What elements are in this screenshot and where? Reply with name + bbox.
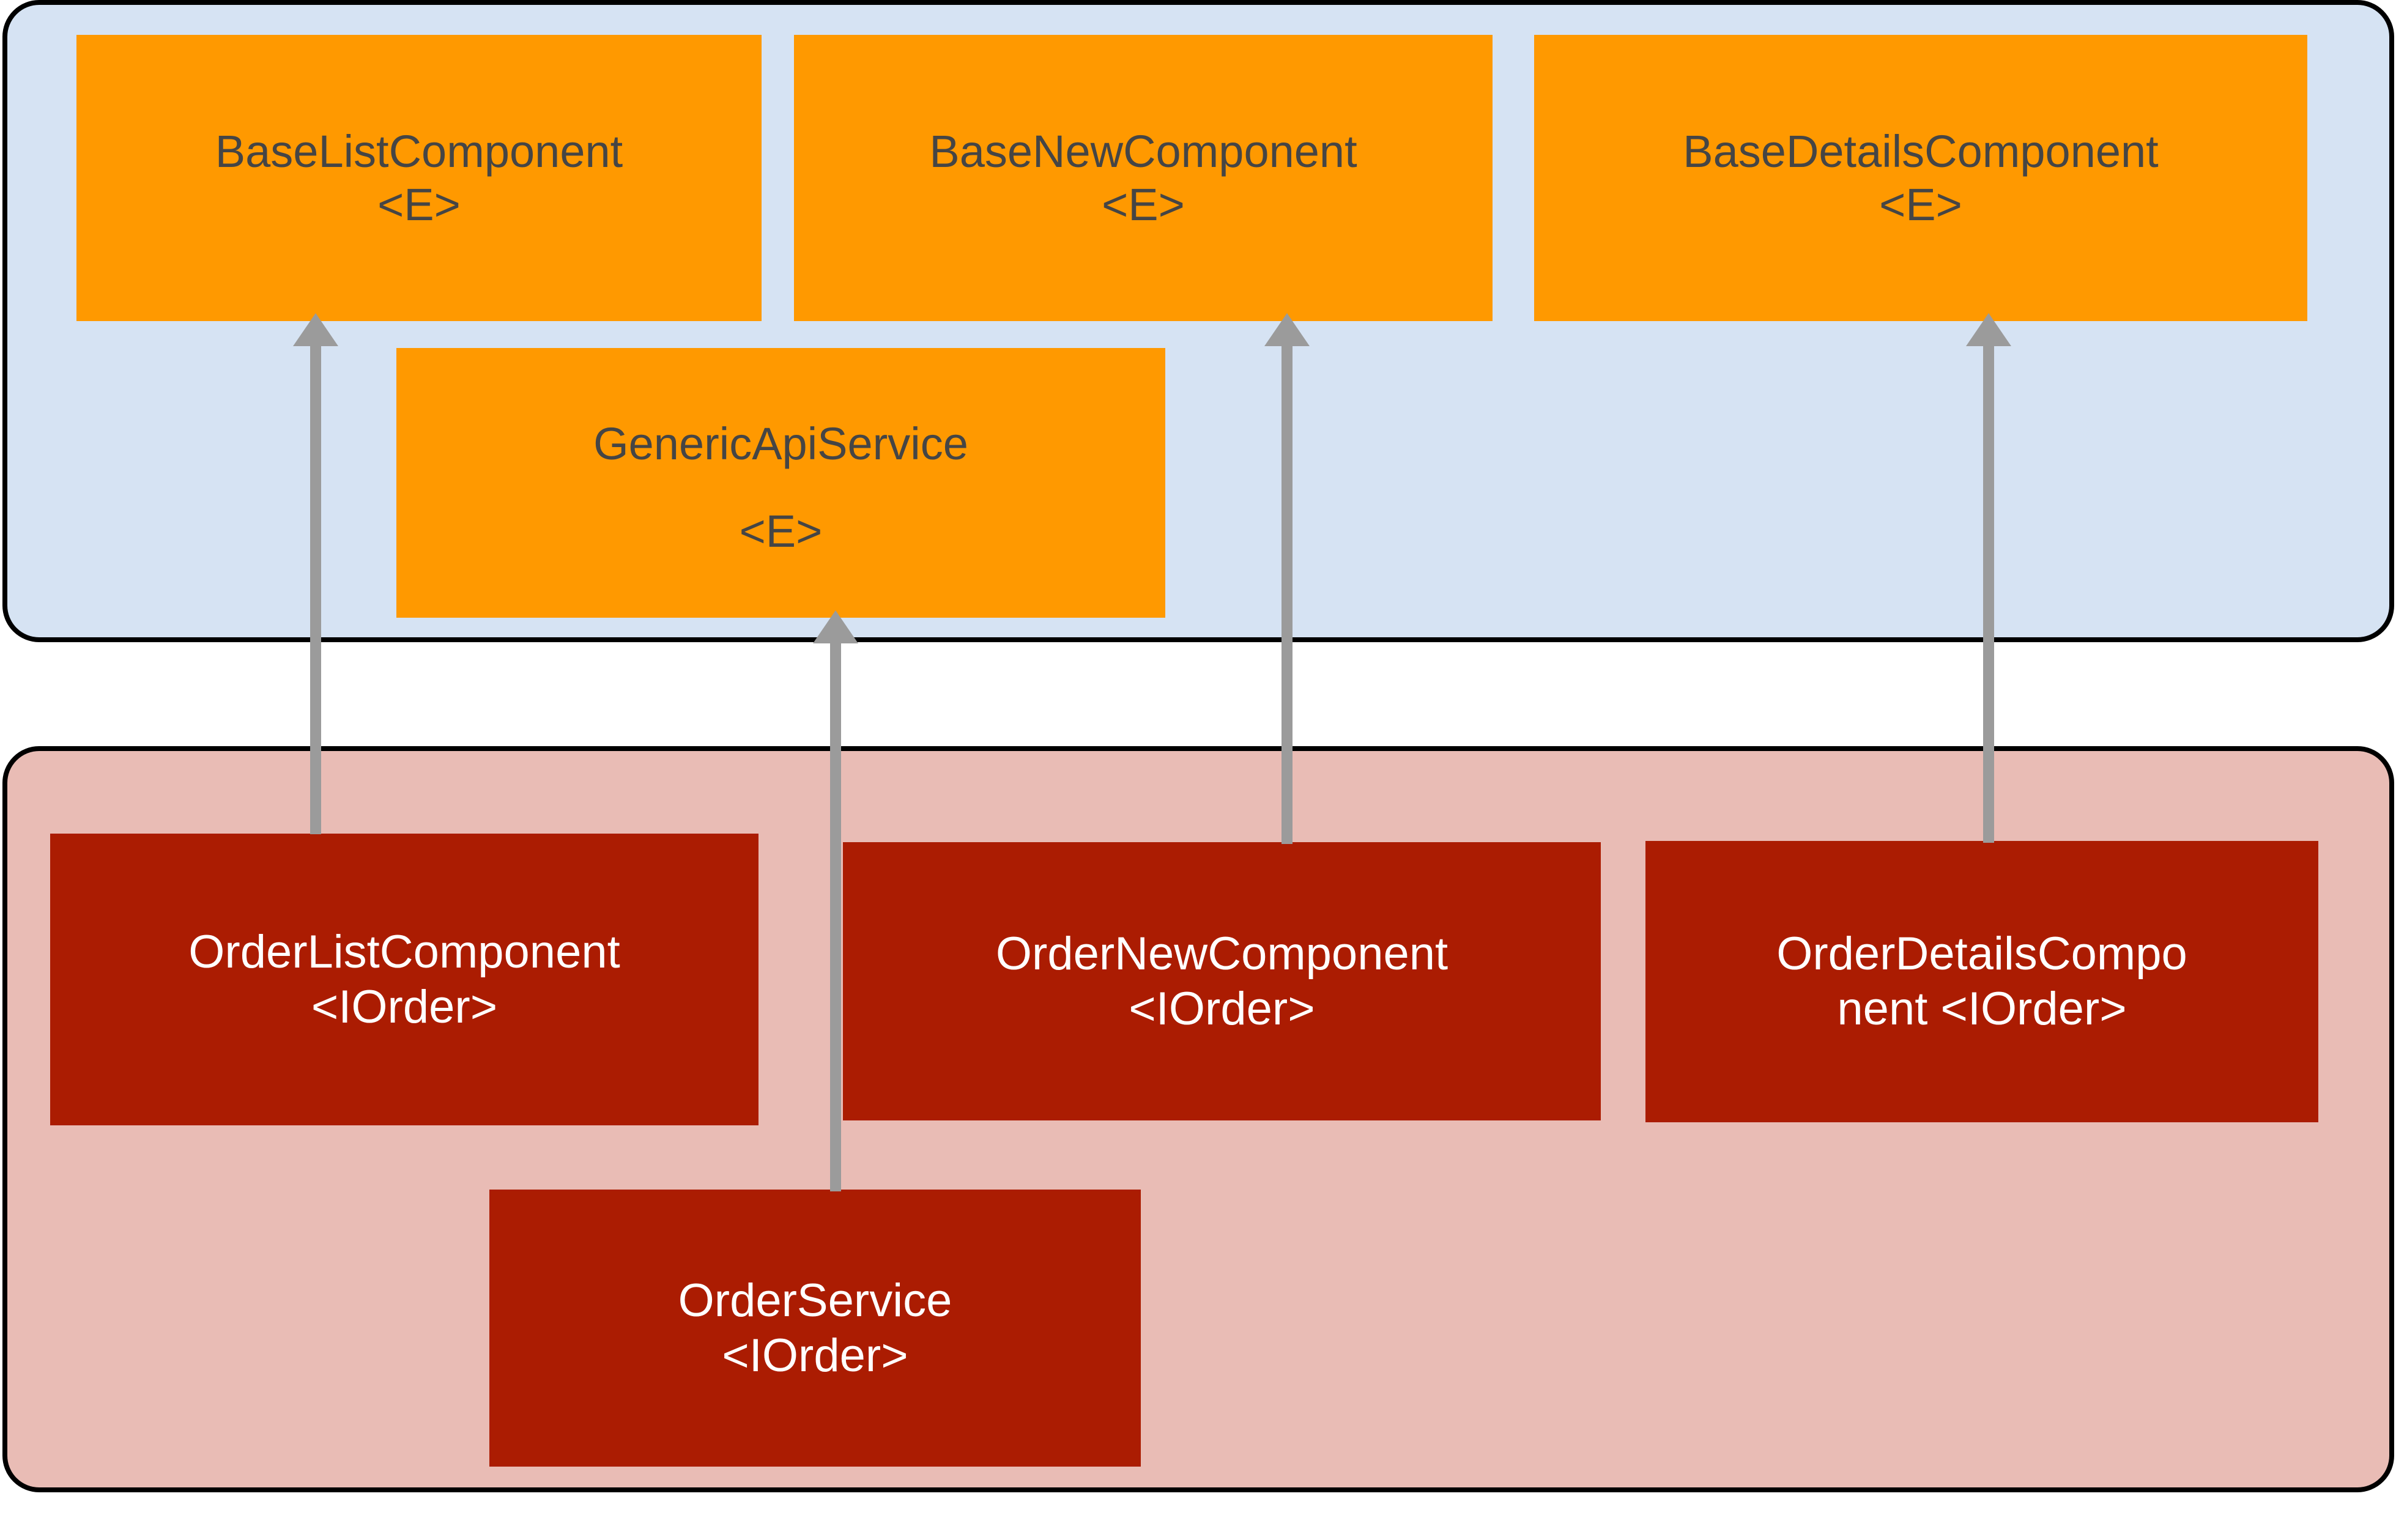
arrow-head-icon — [1966, 313, 2011, 346]
node-type-parameter: <E> — [377, 179, 461, 230]
node-base-details-component[interactable]: BaseDetailsComponent <E> — [1534, 35, 2307, 321]
node-title: OrderNewComponent — [995, 927, 1448, 980]
arrow-head-icon — [1264, 313, 1310, 346]
node-order-new-component[interactable]: OrderNewComponent <IOrder> — [843, 842, 1601, 1120]
node-title: GenericApiService — [593, 418, 968, 470]
arrow-head-icon — [813, 610, 858, 643]
node-base-new-component[interactable]: BaseNewComponent <E> — [794, 35, 1493, 321]
node-title: OrderDetailsCompo — [1776, 928, 2187, 980]
arrow-order-details-to-base-details — [1943, 313, 2034, 843]
arrow-shaft — [310, 345, 321, 834]
arrow-head-icon — [293, 313, 338, 346]
node-type-parameter: <IOrder> — [1129, 982, 1315, 1035]
arrow-shaft — [1281, 345, 1293, 844]
arrow-shaft — [830, 642, 841, 1191]
node-title: BaseDetailsComponent — [1683, 125, 2159, 177]
node-title: BaseListComponent — [215, 125, 623, 177]
node-type-parameter: <IOrder> — [311, 980, 498, 1033]
arrow-order-new-to-base-new — [1242, 313, 1332, 844]
arrow-order-service-to-generic-api — [790, 610, 881, 1191]
node-order-details-component[interactable]: OrderDetailsCompo nent <IOrder> — [1645, 841, 2318, 1122]
node-type-parameter: <E> — [1879, 179, 1962, 230]
node-title: OrderListComponent — [188, 925, 620, 978]
node-title: BaseNewComponent — [929, 125, 1357, 177]
node-title: OrderService — [678, 1274, 952, 1327]
arrow-shaft — [1983, 345, 1994, 843]
node-type-parameter: <E> — [1102, 179, 1185, 230]
node-order-service[interactable]: OrderService <IOrder> — [489, 1190, 1141, 1467]
node-type-parameter: <E> — [739, 506, 823, 557]
node-type-parameter: nent <IOrder> — [1837, 983, 2127, 1035]
node-base-list-component[interactable]: BaseListComponent <E> — [76, 35, 762, 321]
node-generic-api-service[interactable]: GenericApiService <E> — [396, 348, 1165, 618]
node-type-parameter: <IOrder> — [722, 1329, 908, 1382]
arrow-order-list-to-base-list — [270, 313, 361, 834]
node-order-list-component[interactable]: OrderListComponent <IOrder> — [50, 834, 758, 1125]
